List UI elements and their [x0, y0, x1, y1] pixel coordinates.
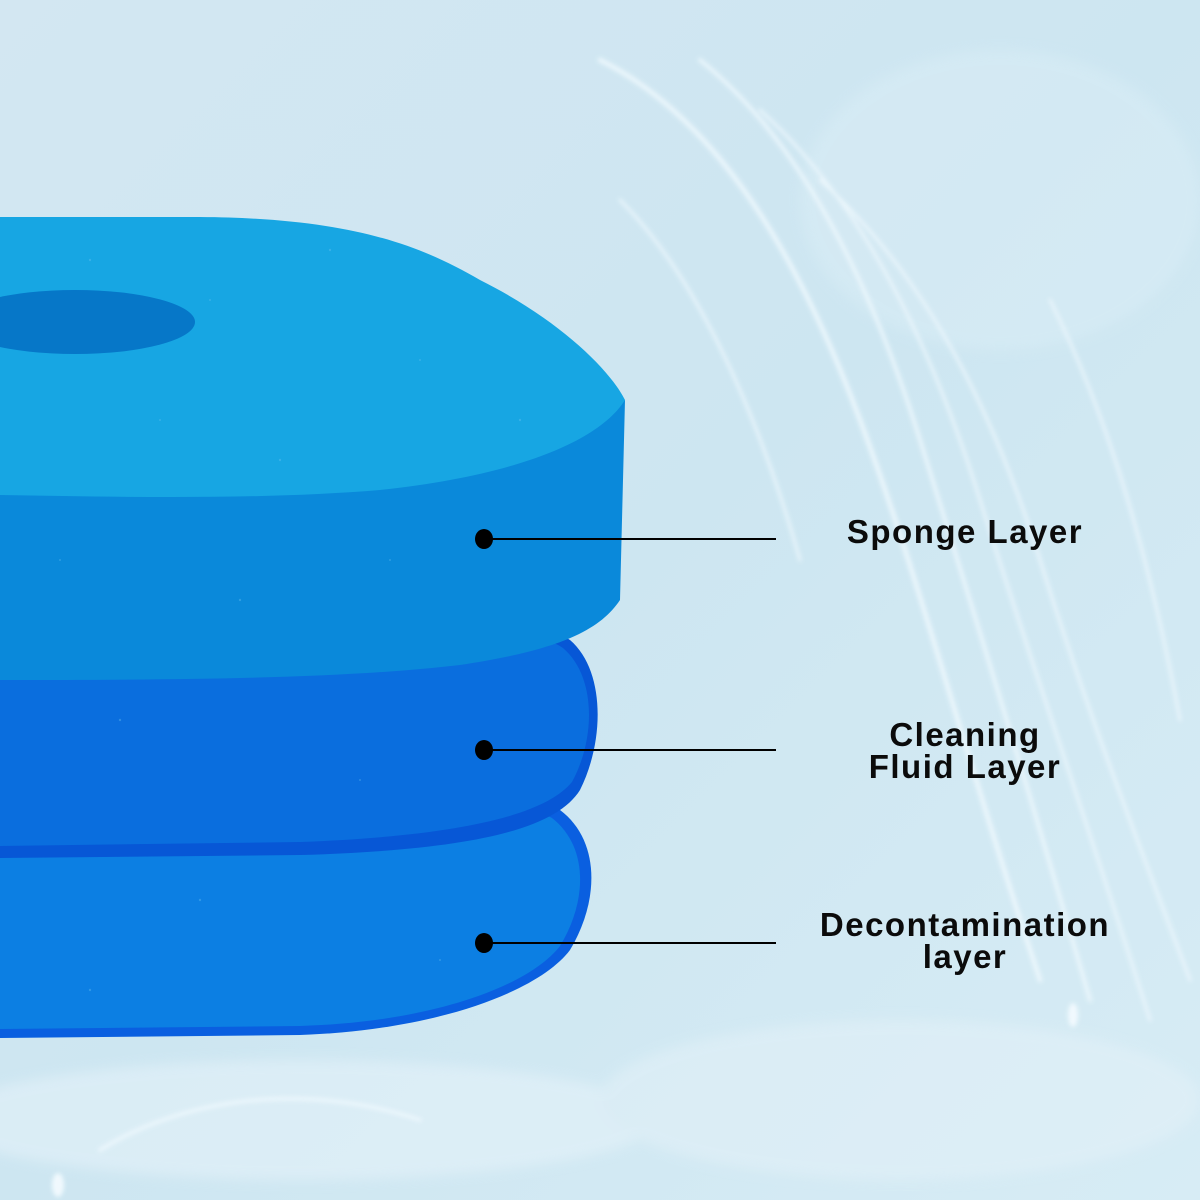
- cleaning-fluid-label-line-1: Cleaning: [889, 716, 1041, 753]
- sponge-layer-label-line-1: Sponge Layer: [846, 513, 1084, 550]
- sponge-layer-label: Sponge Layer: [830, 513, 1100, 550]
- sponge-hole: [0, 290, 195, 354]
- sponge-layer-shape: [0, 217, 625, 680]
- callout-cleaning-fluid: [475, 740, 776, 760]
- cleaning-fluid-layer-label: Cleaning Fluid Layer: [830, 716, 1100, 785]
- decontamination-label-line-1: Decontamination: [819, 906, 1111, 943]
- cleaning-fluid-label-line-2: Fluid Layer: [868, 748, 1062, 785]
- cleaning-fluid-layer-shape: [0, 623, 598, 858]
- callout-sponge: [475, 529, 776, 549]
- callout-decontamination: [475, 933, 776, 953]
- decontamination-layer-label: Decontamination layer: [800, 906, 1130, 975]
- decontamination-label-line-2: layer: [922, 938, 1008, 975]
